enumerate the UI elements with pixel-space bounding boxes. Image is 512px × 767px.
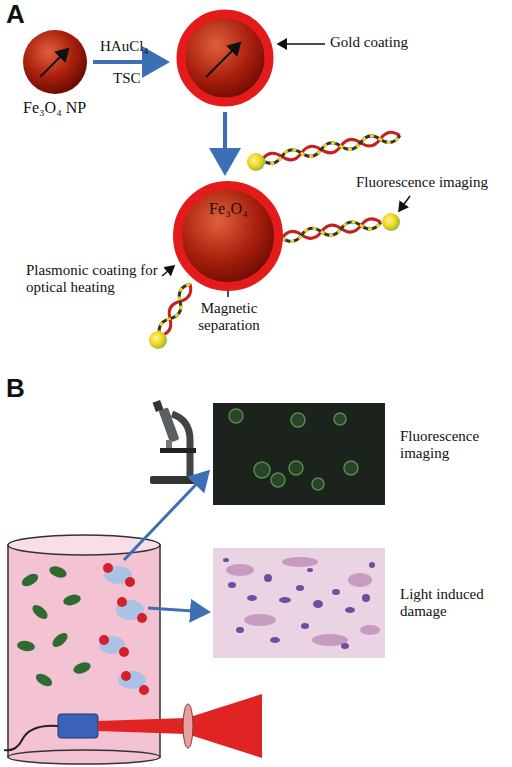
callout-label: Gold coating: [330, 34, 408, 51]
leader-line: [278, 43, 325, 45]
reagent-label: HAuCl₄: [100, 38, 149, 55]
dna-strand: [261, 131, 401, 165]
radius-arrow: [206, 43, 240, 77]
leader-line: [399, 196, 410, 211]
histology-image: [213, 548, 385, 658]
microscope-icon: [150, 400, 206, 484]
callout-label: Plasmonic coating for optical heating: [26, 262, 158, 297]
fluorescence-micrograph: [213, 403, 385, 505]
callout-label: Fluorescence imaging: [356, 174, 488, 191]
result-label: Fluorescence imaging: [400, 428, 504, 463]
particle-outline: [22, 29, 88, 95]
coated-nanoparticle: Fe₃O₄: [172, 180, 284, 292]
leader-line: [162, 266, 174, 276]
fluorophore: [149, 331, 167, 349]
dna-strand: [281, 217, 381, 243]
laser-source: [4, 694, 262, 758]
gold-coated-particle: [181, 14, 269, 102]
fluorophore: [247, 153, 265, 171]
fluorophore: [382, 213, 400, 231]
particle-label: Fe₃O₄: [209, 200, 248, 218]
reagent-label: TSC: [113, 70, 141, 87]
step-arrow: [223, 112, 227, 172]
core-nanoparticle: Fe₃O₄ NP: [22, 29, 88, 95]
callout-label: Magnetic separation: [188, 300, 270, 335]
result-arrow: [124, 472, 208, 560]
result-label: Light induced damage: [400, 586, 504, 621]
result-arrow: [148, 608, 208, 612]
particle-outline: [172, 180, 284, 292]
panel-letter: B: [6, 374, 25, 404]
dna-strand: [156, 282, 195, 339]
particle-label: Fe₃O₄ NP: [23, 99, 86, 117]
step-arrow: [93, 60, 166, 64]
panel-letter: A: [6, 0, 25, 30]
